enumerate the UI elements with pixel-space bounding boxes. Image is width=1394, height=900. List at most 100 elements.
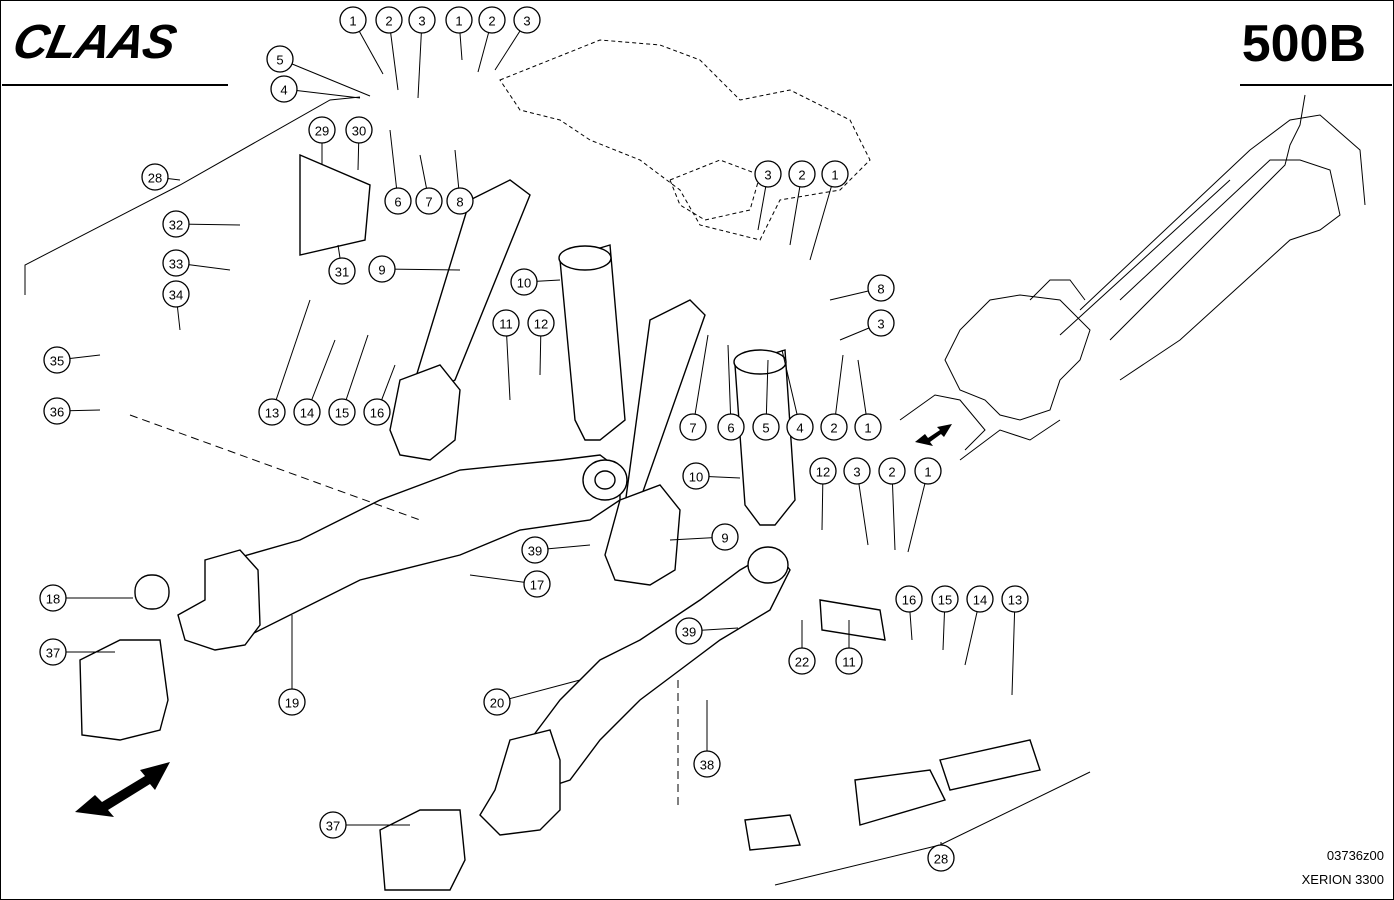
callout-number: 28	[934, 852, 948, 867]
callout-7: 7	[415, 154, 443, 215]
callout-11: 11	[835, 620, 863, 675]
callout-number: 9	[721, 531, 728, 546]
callout-number: 7	[425, 195, 432, 210]
callout-20: 20	[483, 679, 581, 716]
callout-number: 30	[352, 124, 366, 139]
callout-10: 10	[682, 462, 741, 490]
callout-2: 2	[788, 160, 816, 246]
callout-number: 4	[280, 83, 287, 98]
callout-circle	[39, 584, 67, 612]
callout-leader	[271, 299, 311, 413]
callout-1: 1	[809, 160, 849, 261]
callout-number: 37	[326, 819, 340, 834]
callout-33: 33	[162, 249, 231, 277]
callout-6: 6	[384, 129, 412, 215]
callout-number: 2	[488, 14, 495, 29]
callout-circle	[717, 413, 745, 441]
callout-circle	[521, 536, 549, 564]
callout-2: 2	[878, 457, 906, 551]
callout-number: 8	[456, 195, 463, 210]
forward-arrow-icon	[75, 762, 170, 817]
callout-circle	[711, 523, 739, 551]
callout-circle	[752, 413, 780, 441]
callout-number: 29	[315, 124, 329, 139]
callout-number: 2	[830, 421, 837, 436]
callout-8: 8	[446, 149, 474, 215]
callout-number: 15	[938, 593, 952, 608]
callout-number: 39	[682, 625, 696, 640]
callout-28: 28	[141, 163, 181, 191]
callout-circle	[1001, 585, 1029, 613]
callout-circle	[843, 457, 871, 485]
callout-1: 1	[907, 457, 942, 553]
callout-5: 5	[752, 359, 780, 441]
callout-circle	[914, 457, 942, 485]
callout-10: 10	[510, 268, 561, 296]
callout-3: 3	[843, 457, 871, 546]
callout-circle	[527, 309, 555, 337]
callout-number: 14	[300, 406, 314, 421]
callout-circle	[328, 398, 356, 426]
callout-circle	[39, 638, 67, 666]
callout-37: 37	[319, 811, 410, 839]
callout-37: 37	[39, 638, 115, 666]
callout-circle	[754, 160, 782, 188]
callout-circle	[682, 462, 710, 490]
direction-arrows	[75, 424, 952, 817]
callout-36: 36	[43, 397, 101, 425]
callout-number: 14	[973, 593, 987, 608]
callout-circle	[258, 398, 286, 426]
callout-circle	[821, 160, 849, 188]
callout-circle	[483, 688, 511, 716]
callout-number: 16	[370, 406, 384, 421]
callout-circle	[878, 457, 906, 485]
callout-4: 4	[781, 349, 814, 441]
callout-11: 11	[492, 309, 520, 401]
callout-number: 32	[169, 218, 183, 233]
callout-3: 3	[754, 160, 782, 231]
callout-circle	[492, 309, 520, 337]
callout-number: 5	[276, 53, 283, 68]
callout-circle	[854, 413, 882, 441]
callout-30: 30	[345, 116, 373, 171]
callout-number: 22	[795, 655, 809, 670]
callout-number: 12	[534, 317, 548, 332]
callout-number: 2	[798, 168, 805, 183]
callout-circle	[788, 647, 816, 675]
callout-16: 16	[363, 364, 396, 426]
callout-circle	[368, 255, 396, 283]
callout-circle	[867, 309, 895, 337]
callout-number: 1	[864, 421, 871, 436]
callout-1: 1	[339, 6, 384, 75]
callout-17: 17	[469, 570, 551, 598]
callout-circle	[867, 274, 895, 302]
callout-circle	[345, 116, 373, 144]
callout-circle	[679, 413, 707, 441]
callout-circle	[693, 750, 721, 778]
callout-7: 7	[679, 334, 709, 441]
callout-38: 38	[693, 700, 721, 778]
callout-35: 35	[43, 346, 101, 374]
callout-circle	[363, 398, 391, 426]
callout-number: 20	[490, 696, 504, 711]
callout-3: 3	[408, 6, 436, 99]
callout-circle	[513, 6, 541, 34]
callout-16: 16	[895, 585, 923, 641]
callout-circle	[446, 187, 474, 215]
callout-circle	[445, 6, 473, 34]
callout-2: 2	[477, 6, 506, 73]
top-links	[389, 179, 706, 586]
callout-number: 2	[385, 14, 392, 29]
callout-13: 13	[1001, 585, 1029, 696]
callout-number: 33	[169, 257, 183, 272]
callout-number: 12	[816, 465, 830, 480]
callout-number: 3	[418, 14, 425, 29]
callout-14: 14	[293, 339, 336, 426]
callout-3: 3	[494, 6, 541, 71]
callout-28: 28	[927, 842, 955, 872]
callout-18: 18	[39, 584, 133, 612]
callout-number: 1	[924, 465, 931, 480]
header-rule-right	[1240, 84, 1392, 86]
callout-leader	[1011, 598, 1016, 696]
callout-circle	[43, 397, 71, 425]
